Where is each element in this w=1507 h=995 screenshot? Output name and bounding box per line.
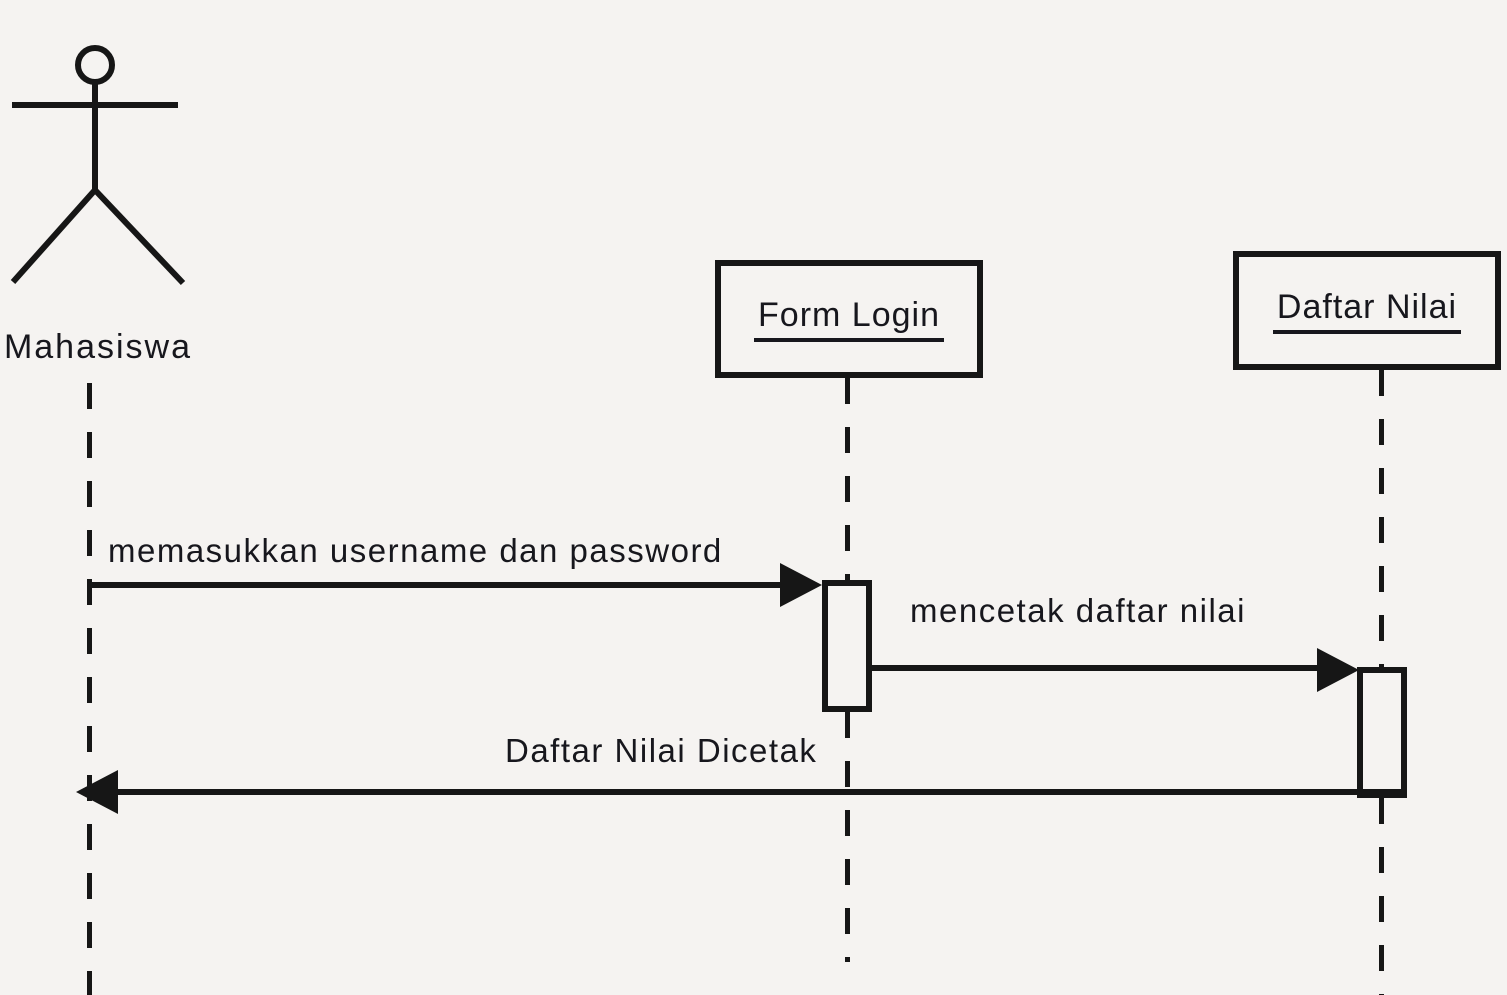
actor-label: Mahasiswa <box>3 328 193 366</box>
message-3-arrowhead-left-icon <box>76 770 118 814</box>
lifeline-daftar-nilai <box>1379 798 1384 995</box>
object-box-daftar-nilai: Daftar Nilai <box>1233 251 1501 370</box>
message-1-label: memasukkan username dan password <box>108 532 723 569</box>
message-2-line <box>872 665 1319 671</box>
activation-bar-daftar-nilai <box>1357 667 1407 798</box>
object-label-form-login: Form Login <box>754 296 944 342</box>
activation-bar-form-login <box>822 580 872 712</box>
actor-stick-figure-icon <box>10 45 186 286</box>
message-2-arrowhead-right-icon <box>1317 648 1359 692</box>
message-3-line <box>114 789 1407 795</box>
message-1-line <box>88 582 782 588</box>
lifeline-daftar-nilai <box>1379 370 1384 667</box>
lifeline-form-login <box>845 378 850 582</box>
lifeline-form-login <box>845 712 850 962</box>
message-3-label: Daftar Nilai Dicetak <box>505 732 818 769</box>
message-2-label: mencetak daftar nilai <box>910 592 1246 629</box>
lifeline-mahasiswa <box>87 383 92 995</box>
object-label-daftar-nilai: Daftar Nilai <box>1272 288 1462 334</box>
message-1-arrowhead-right-icon <box>780 563 822 607</box>
object-box-form-login: Form Login <box>715 260 983 378</box>
